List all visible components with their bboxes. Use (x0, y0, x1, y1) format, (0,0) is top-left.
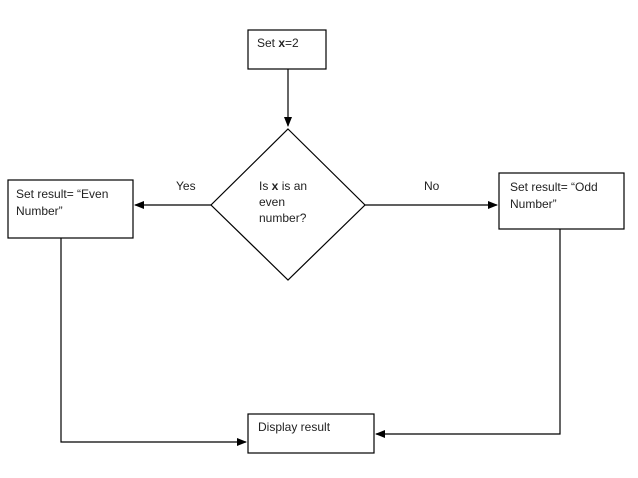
display-box (247, 413, 375, 454)
decision-variable: x (272, 179, 279, 193)
start-node-label: Set x=2 (257, 36, 299, 50)
even-result-line-1: Set result= “Even (16, 187, 108, 201)
odd-result-node: Set result= “Odd Number” (498, 172, 625, 230)
display-node: Display result (247, 413, 375, 454)
start-node-prefix: Set (257, 36, 278, 50)
odd-result-line-1: Set result= “Odd (510, 180, 598, 194)
odd-result-box (498, 172, 625, 230)
start-node-box (247, 29, 327, 70)
even-result-line-2: Number” (16, 204, 63, 218)
start-node-variable: x (278, 36, 285, 50)
even-to-display-connector (60, 238, 247, 446)
decision-line-1: Is x is an (259, 179, 307, 193)
decision-node: Is x is an even number? (210, 128, 366, 281)
even-result-node: Set result= “Even Number” (7, 179, 134, 239)
odd-result-line-2: Number” (510, 197, 557, 211)
odd-to-display-connector (375, 229, 561, 438)
start-node: Set x=2 (247, 29, 327, 70)
no-branch-label: No (424, 179, 440, 193)
yes-branch-label: Yes (176, 179, 196, 193)
decision-diamond (210, 128, 366, 281)
decision-line-1-suffix: is an (278, 179, 307, 193)
decision-line-1-prefix: Is (259, 179, 272, 193)
display-label: Display result (258, 420, 331, 434)
decision-line-2: even (259, 195, 285, 209)
even-result-box (7, 179, 134, 239)
start-node-suffix: =2 (285, 36, 299, 50)
decision-line-3: number? (259, 211, 307, 225)
